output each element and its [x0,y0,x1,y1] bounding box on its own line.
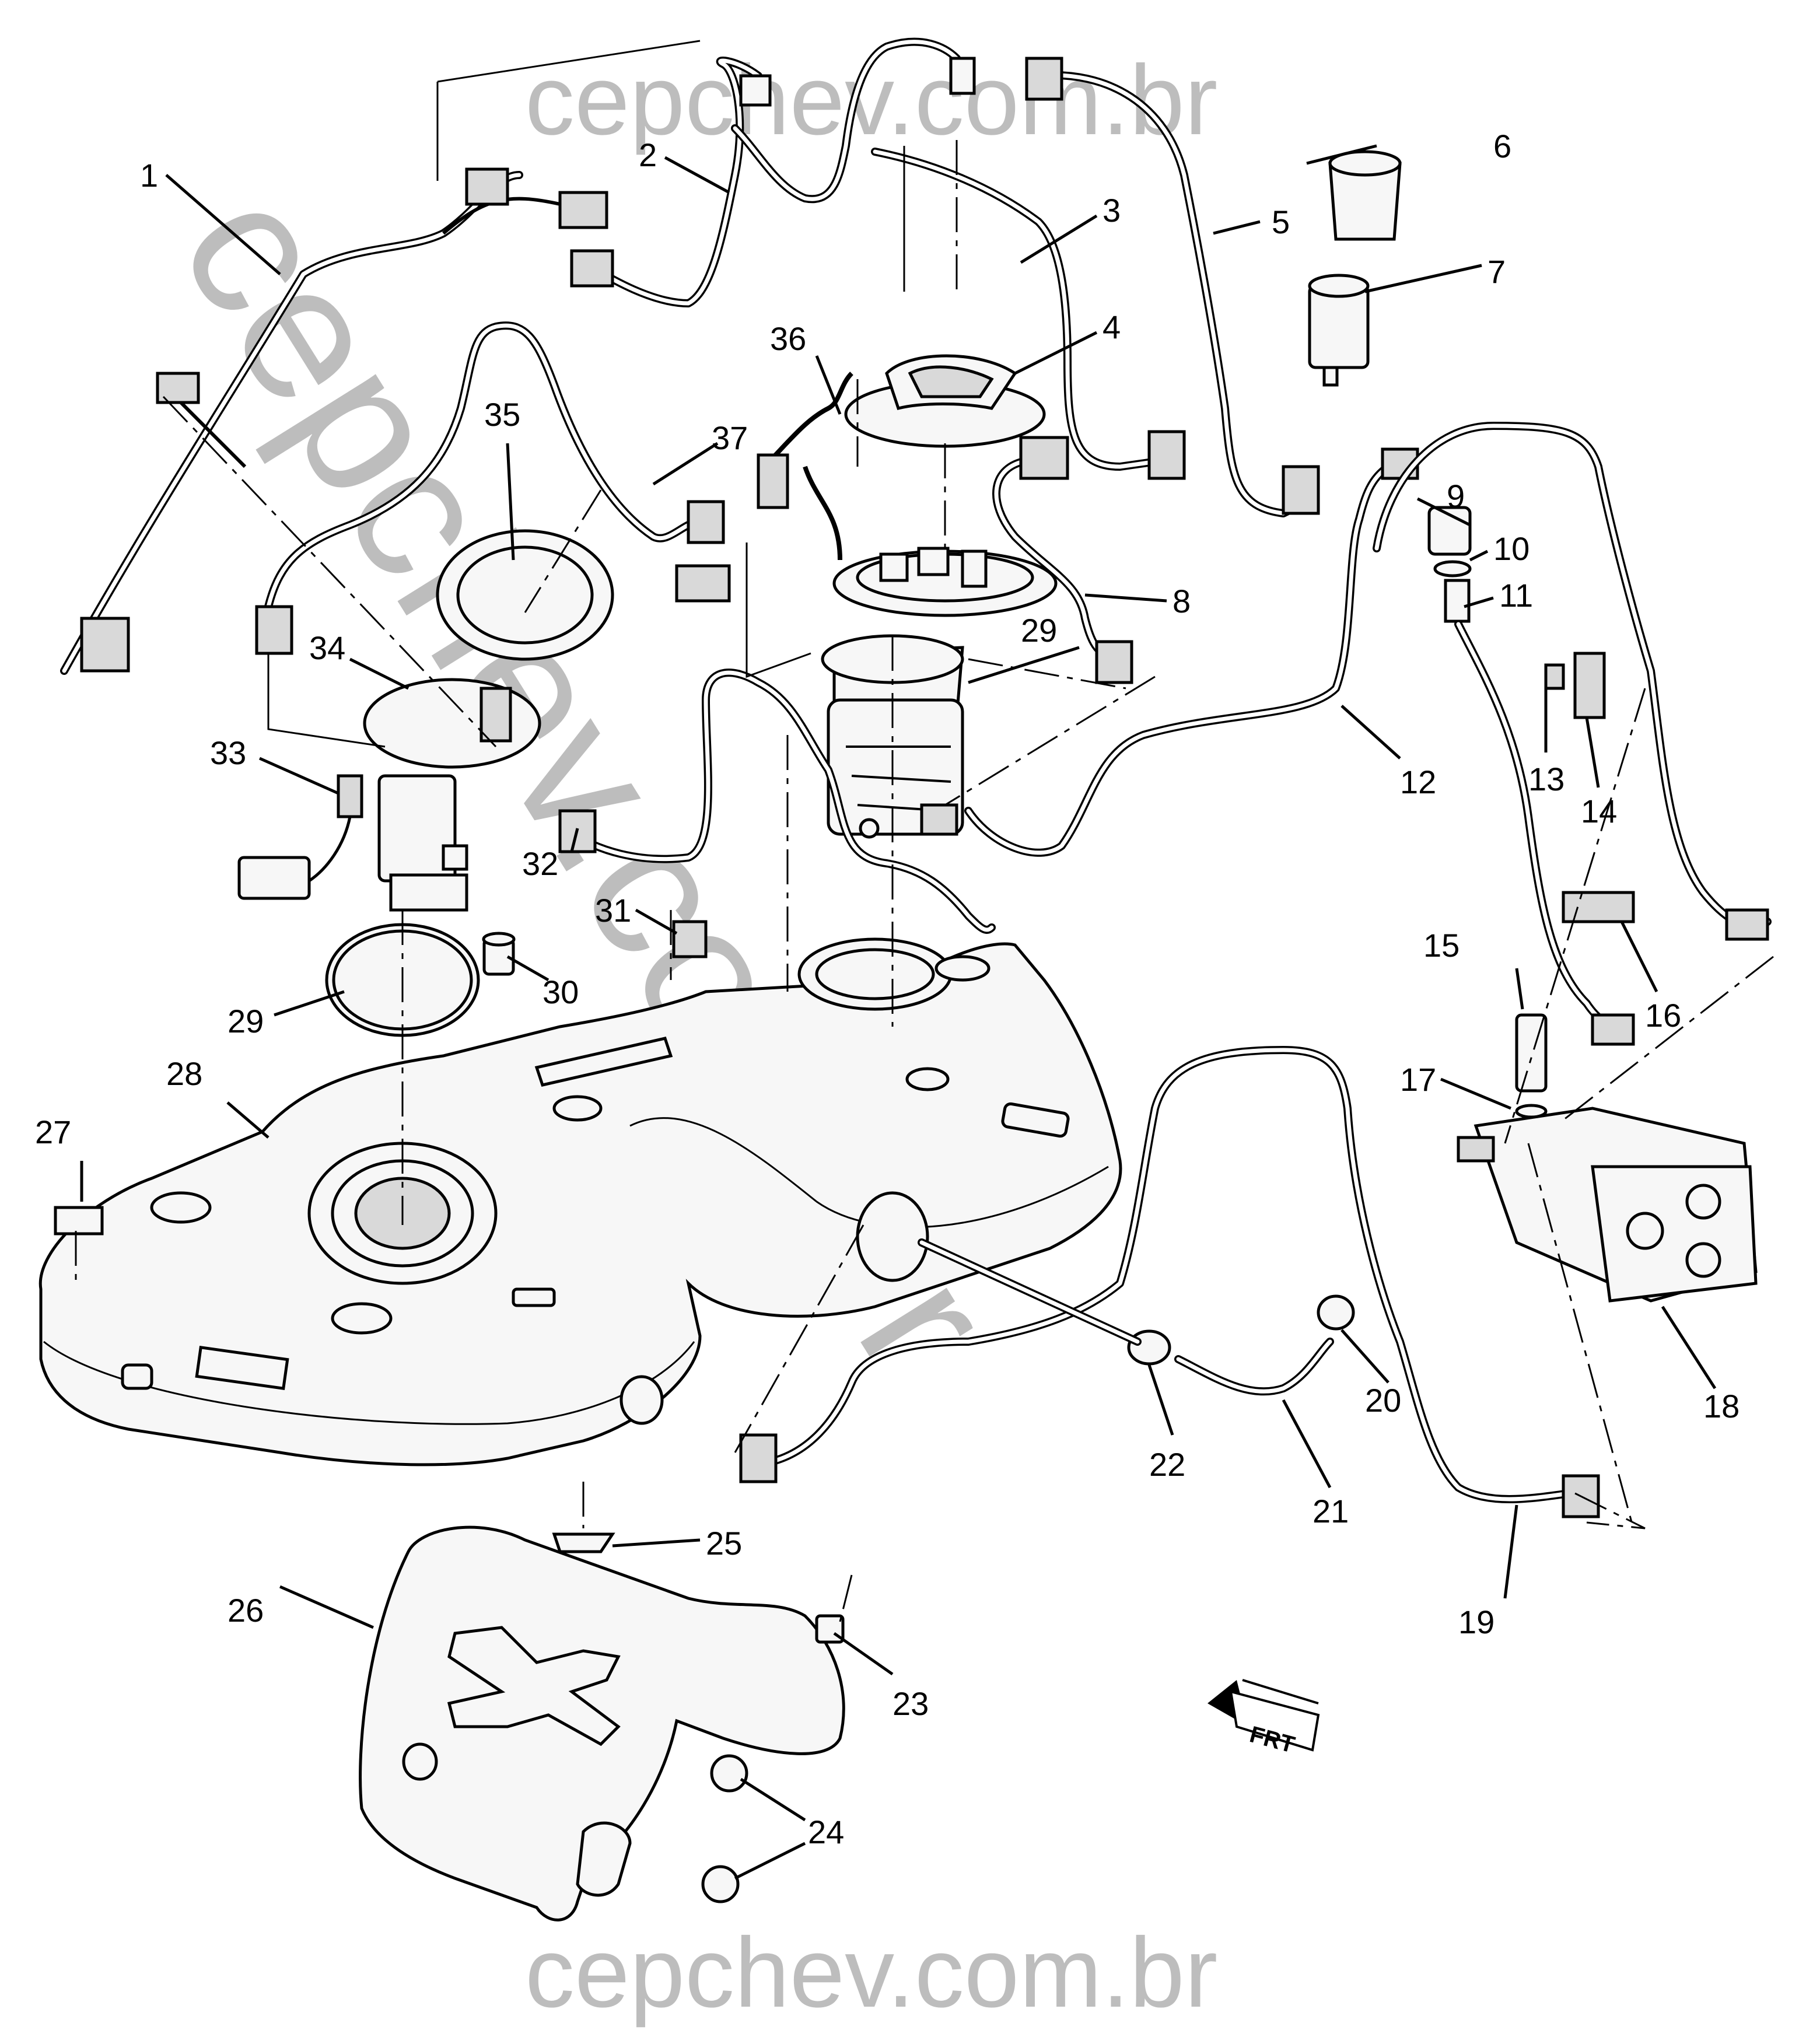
vent-valve-seal [1515,1104,1548,1119]
callout-21: 21 [1312,1493,1349,1530]
callout-16: 16 [1645,997,1681,1034]
callout-3: 3 [1102,192,1121,229]
callout-4: 4 [1102,309,1121,345]
callout-leaders [80,144,1717,1880]
callout-15: 15 [1423,927,1460,964]
secondary-fuel-sender [237,678,541,912]
shield-bolt-upper [710,1754,748,1793]
callout-37: 37 [712,419,748,456]
tank-strap-pad [54,1206,104,1236]
callout-labels: 1 2 3 4 5 6 7 8 9 10 11 12 13 14 15 16 1… [35,128,1740,1850]
callout-24: 24 [808,1814,844,1850]
callout-29-lower: 29 [228,1003,264,1040]
callout-18: 18 [1703,1388,1740,1424]
filler-hose-clamp-upper [1317,1294,1355,1331]
filler-vent-hose [1444,579,1471,623]
callout-11: 11 [1499,577,1533,614]
callout-23: 23 [892,1685,929,1722]
callout-1: 1 [140,157,158,194]
callout-28: 28 [166,1055,202,1092]
callout-31: 31 [595,892,631,929]
watermark-bottom: cepchev.com.br [525,1917,1217,2028]
shield-insulator [552,1532,615,1553]
fuel-tank [38,937,1122,1466]
callout-17: 17 [1400,1061,1436,1098]
evap-canister [1457,1107,1758,1303]
callout-33: 33 [210,734,246,771]
fuel-filter [1308,150,1402,387]
callout-9: 9 [1447,478,1465,514]
retainer-clip [672,920,708,958]
callout-13: 13 [1528,761,1564,797]
callout-8: 8 [1172,583,1191,620]
callout-26: 26 [228,1592,264,1629]
harness-connector [1573,652,1606,719]
fuel-lines [60,37,1772,1518]
callout-2: 2 [639,136,657,173]
callout-10: 10 [1493,530,1530,567]
callout-30: 30 [542,974,579,1010]
callout-22: 22 [1149,1446,1185,1483]
grommet [482,932,516,976]
callout-14: 14 [1581,793,1617,830]
front-arrow-icon: FRT [1208,1679,1320,1758]
callout-36: 36 [770,320,806,357]
filler-vent-clamp [1433,560,1472,578]
fuel-pump-module [827,547,1058,839]
callout-12: 12 [1400,764,1436,800]
callout-19: 19 [1458,1604,1494,1640]
bracket-clip [1544,663,1565,690]
callout-29-upper: 29 [1021,612,1057,649]
callout-5: 5 [1272,204,1290,240]
lock-ring [436,529,614,661]
callout-25: 25 [706,1525,742,1562]
connector-holder [1562,891,1635,923]
fuel-tank-shield [359,1525,845,1922]
callout-32: 32 [522,845,558,882]
callout-35: 35 [484,396,520,433]
alignment-lines [75,40,1774,1622]
callout-27: 27 [35,1114,71,1150]
callout-7: 7 [1488,253,1506,290]
shield-bolt-lower [701,1865,740,1903]
fuel-pump-cover [844,354,1046,448]
callout-34: 34 [309,629,345,666]
callout-6: 6 [1493,128,1511,164]
callout-20: 20 [1365,1382,1401,1419]
